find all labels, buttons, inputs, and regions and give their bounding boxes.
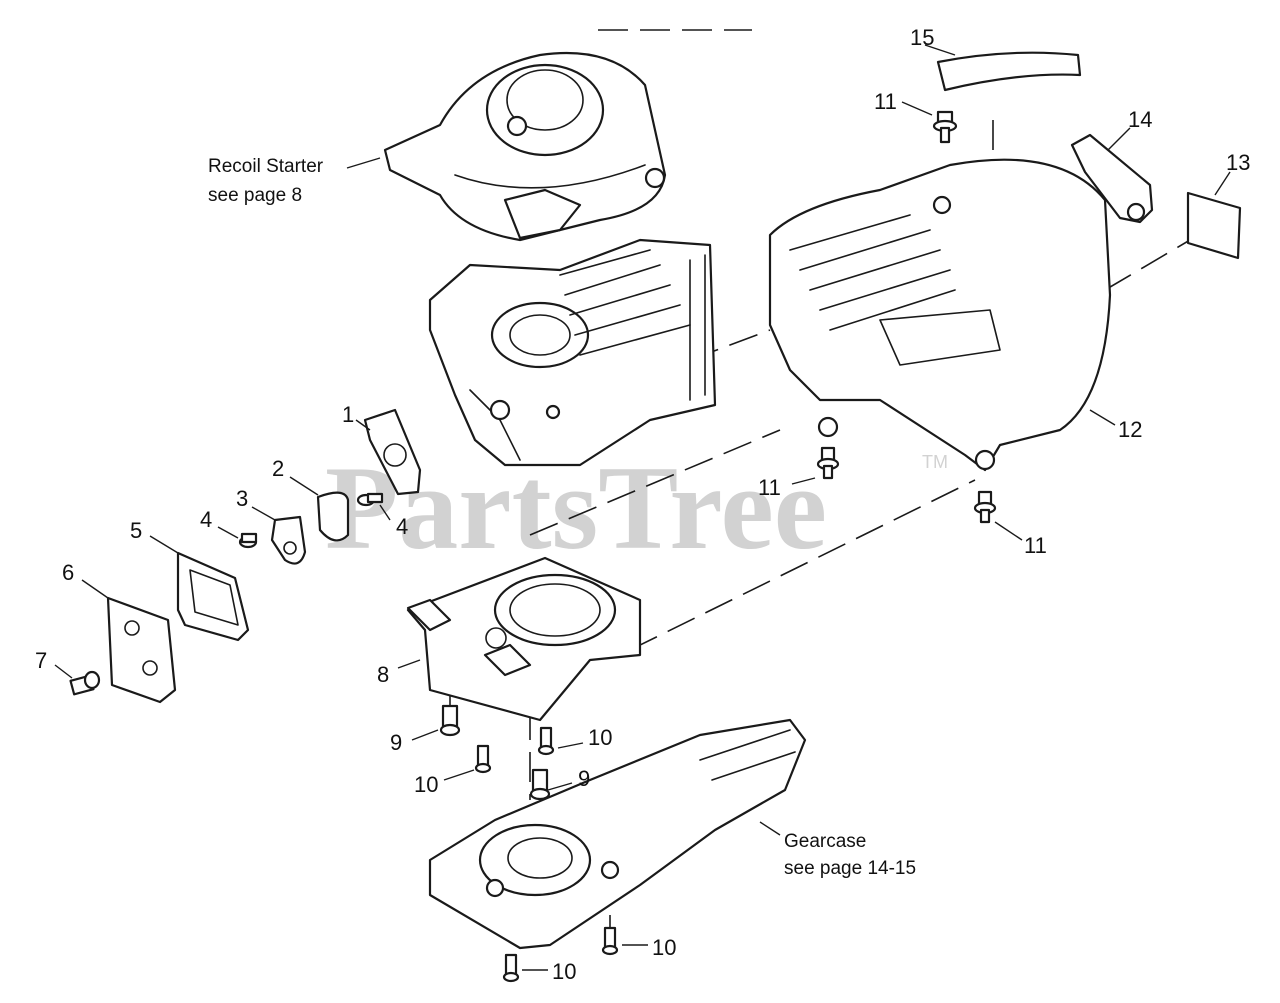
callout-11-right: 11 [1024,533,1047,558]
gearcase-part [428,718,807,950]
screw-10-d [502,953,520,983]
recoil-starter-part [383,51,667,242]
label-plate-part [936,51,1082,92]
engine-cover-part [768,158,1112,472]
callout-10-lower-left: 10 [552,959,576,984]
callout-9-upper: 9 [390,730,402,755]
callout-1: 1 [342,402,354,427]
callout-15: 15 [910,25,934,50]
callout-3: 3 [236,486,248,511]
screw-11-right [973,490,997,524]
callout-9-lower: 9 [578,766,590,791]
leader-lines [54,44,1231,971]
watermark-tm: TM [922,452,948,472]
screw-10-a [474,744,492,774]
callout-10-upper-left: 10 [414,772,438,797]
callout-10-lower-right: 10 [652,935,676,960]
callout-10-upper-right: 10 [588,725,612,750]
callout-13: 13 [1226,150,1250,175]
callout-12: 12 [1118,417,1142,442]
spacer-8-part [406,556,642,722]
recoil-starter-note-line1: Recoil Starter [208,156,324,177]
insulator-part [363,408,422,496]
gasket-5-part [176,551,250,642]
callout-4-right: 4 [396,514,408,539]
screw-11-top [932,110,958,144]
knob-screw [1126,202,1146,222]
screw-4-right [356,492,384,507]
recoil-starter-note-line2: see page 8 [208,185,302,206]
callout-11-mid: 11 [758,475,781,500]
callout-14: 14 [1128,107,1152,132]
plate-3-part [270,515,307,565]
callout-6: 6 [62,560,74,585]
screw-11-mid [816,446,840,480]
callout-4-left: 4 [200,507,212,532]
cylinder-part [428,238,717,467]
screw-10-b [537,726,555,756]
screw-4-left [238,532,258,549]
gearcase-note-line1: Gearcase [784,831,866,852]
callout-2: 2 [272,456,284,481]
screw-9-lower [529,768,551,801]
screw-7 [69,670,101,696]
callout-7: 7 [35,648,47,673]
decal-part [1186,191,1242,260]
gasket-2-part [316,491,350,542]
screw-9-upper [439,704,461,737]
reed-plate-6-part [106,596,177,704]
callout-8: 8 [377,662,389,687]
screw-10-c [601,926,619,956]
callout-11-top: 11 [874,89,897,114]
knob-part [1070,133,1154,224]
gearcase-note-line2: see page 14-15 [784,858,916,879]
callout-5: 5 [130,518,142,543]
